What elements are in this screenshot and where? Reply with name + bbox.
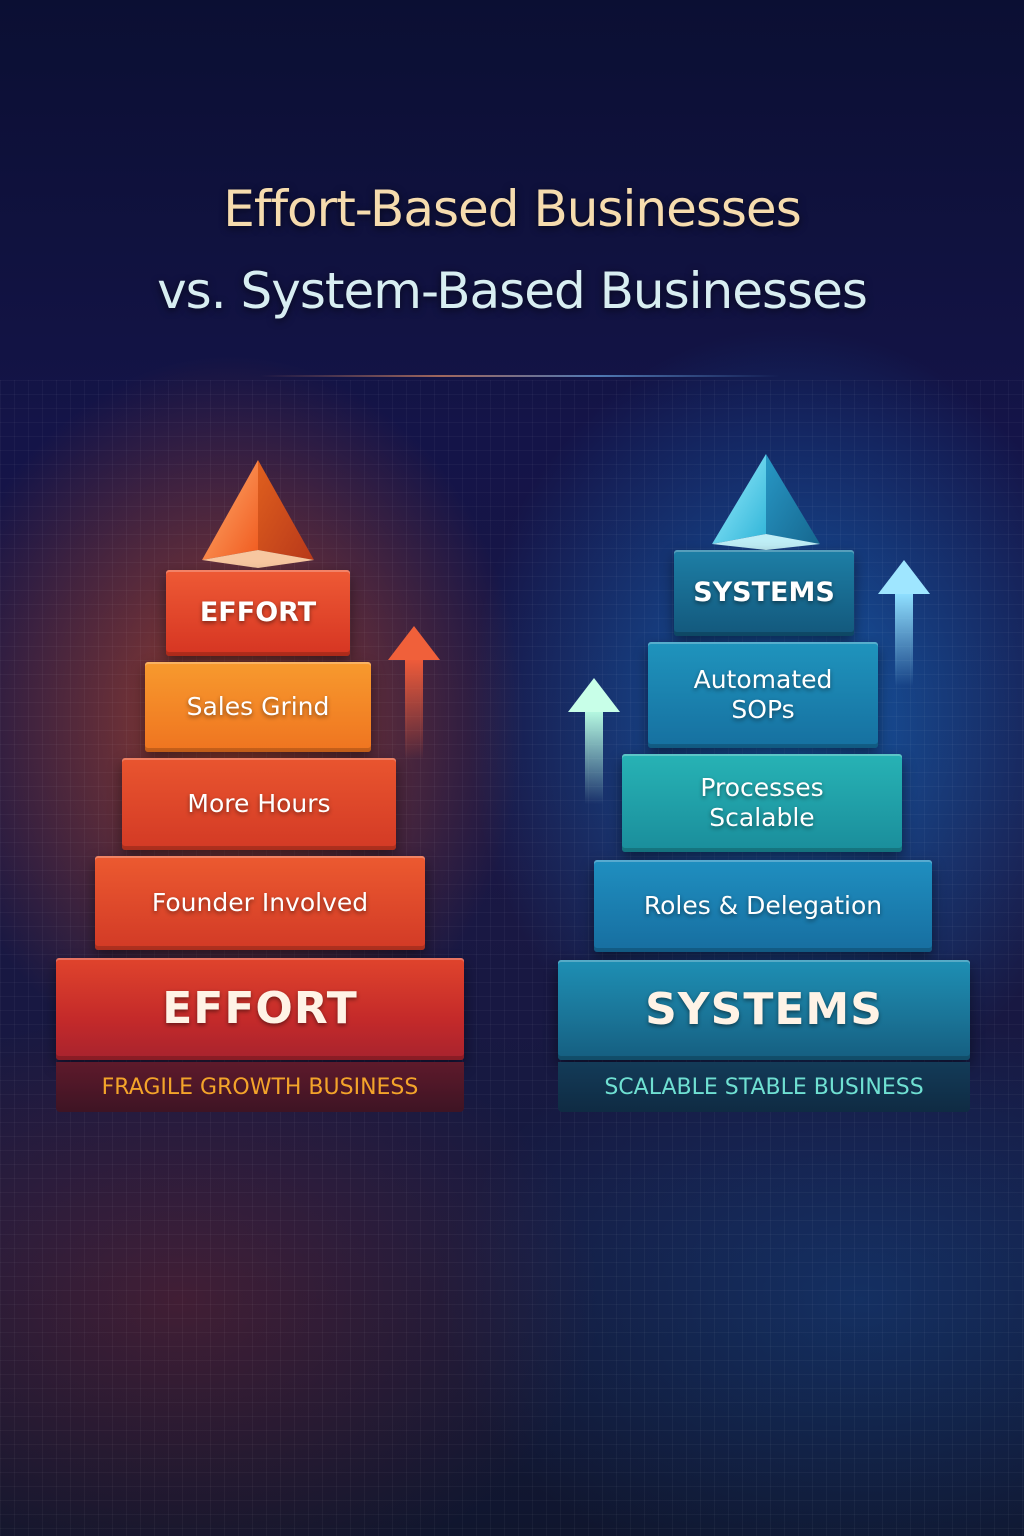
title-line-1: Effort-Based Businesses <box>223 180 802 238</box>
effort-pyramid-peak-icon <box>202 460 314 568</box>
effort-caption: FRAGILE GROWTH BUSINESS <box>56 1062 464 1112</box>
systems-pyramid-peak-icon <box>712 454 820 550</box>
title-divider <box>260 375 780 377</box>
effort-base-block: EFFORT <box>56 958 464 1060</box>
systems-top-block: SYSTEMS <box>674 550 854 636</box>
systems-base-block: SYSTEMS <box>558 960 970 1060</box>
systems-level-roles-delegation: Roles & Delegation <box>594 860 932 952</box>
title-line-2: vs. System-Based Businesses <box>157 262 868 320</box>
systems-caption: SCALABLE STABLE BUSINESS <box>558 1062 970 1112</box>
systems-level-processes-scalable: Processes Scalable <box>622 754 902 852</box>
systems-level-automated-sops: Automated SOPs <box>648 642 878 748</box>
effort-level-more-hours: More Hours <box>122 758 396 850</box>
effort-level-founder-involved: Founder Involved <box>95 856 425 950</box>
effort-level-sales-grind: Sales Grind <box>145 662 371 752</box>
effort-top-block: EFFORT <box>166 570 350 656</box>
